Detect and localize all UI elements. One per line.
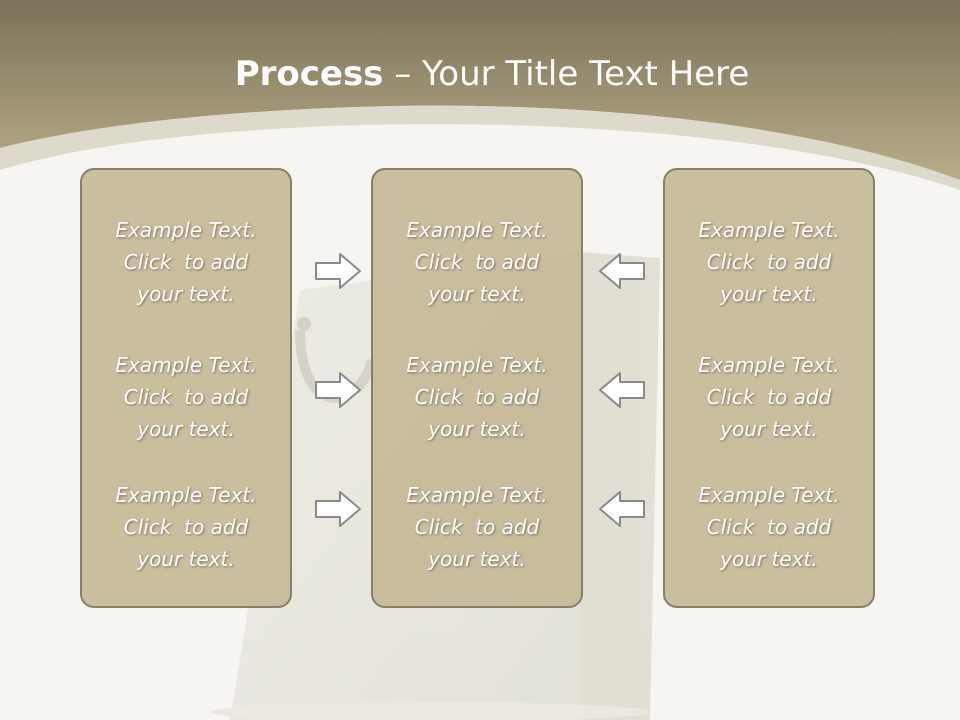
text-line: Click to add xyxy=(414,250,540,274)
text-block[interactable]: Example Text. Click to add your text. xyxy=(665,479,873,575)
text-line: Click to add xyxy=(706,515,832,539)
text-line: Click to add xyxy=(123,515,249,539)
text-panel-middle[interactable]: Example Text. Click to add your text. Ex… xyxy=(371,168,583,608)
text-line: Click to add xyxy=(123,385,249,409)
title-rest-part: – Your Title Text Here xyxy=(383,54,750,94)
text-block[interactable]: Example Text. Click to add your text. xyxy=(373,479,581,575)
text-block[interactable]: Example Text. Click to add your text. xyxy=(82,479,290,575)
text-line: your text. xyxy=(428,417,526,441)
text-line: Click to add xyxy=(706,385,832,409)
arrow-right-icon[interactable] xyxy=(314,490,362,528)
text-line: your text. xyxy=(428,547,526,571)
text-line: your text. xyxy=(137,282,235,306)
text-line: Example Text. xyxy=(698,218,840,242)
text-line: Example Text. xyxy=(115,483,257,507)
title-bold-part: Process xyxy=(234,54,384,94)
text-block[interactable]: Example Text. Click to add your text. xyxy=(373,349,581,445)
text-line: your text. xyxy=(720,547,818,571)
text-line: Example Text. xyxy=(115,218,257,242)
text-line: your text. xyxy=(428,282,526,306)
text-line: Click to add xyxy=(414,385,540,409)
slide-title[interactable]: Process – Your Title Text Here xyxy=(0,52,960,96)
text-line: your text. xyxy=(137,547,235,571)
arrow-right-icon[interactable] xyxy=(314,252,362,290)
text-panel-right[interactable]: Example Text. Click to add your text. Ex… xyxy=(663,168,875,608)
text-line: your text. xyxy=(720,282,818,306)
text-block[interactable]: Example Text. Click to add your text. xyxy=(373,214,581,310)
text-line: your text. xyxy=(137,417,235,441)
arrow-left-icon[interactable] xyxy=(598,490,646,528)
text-line: Example Text. xyxy=(406,483,548,507)
text-line: your text. xyxy=(720,417,818,441)
text-line: Click to add xyxy=(414,515,540,539)
arrow-left-icon[interactable] xyxy=(598,371,646,409)
text-line: Click to add xyxy=(123,250,249,274)
text-block[interactable]: Example Text. Click to add your text. xyxy=(82,214,290,310)
text-block[interactable]: Example Text. Click to add your text. xyxy=(665,349,873,445)
arrow-left-icon[interactable] xyxy=(598,252,646,290)
text-panel-left[interactable]: Example Text. Click to add your text. Ex… xyxy=(80,168,292,608)
text-block[interactable]: Example Text. Click to add your text. xyxy=(82,349,290,445)
text-line: Example Text. xyxy=(698,353,840,377)
text-block[interactable]: Example Text. Click to add your text. xyxy=(665,214,873,310)
text-line: Example Text. xyxy=(406,353,548,377)
text-line: Click to add xyxy=(706,250,832,274)
text-line: Example Text. xyxy=(115,353,257,377)
arrow-right-icon[interactable] xyxy=(314,371,362,409)
text-line: Example Text. xyxy=(698,483,840,507)
text-line: Example Text. xyxy=(406,218,548,242)
